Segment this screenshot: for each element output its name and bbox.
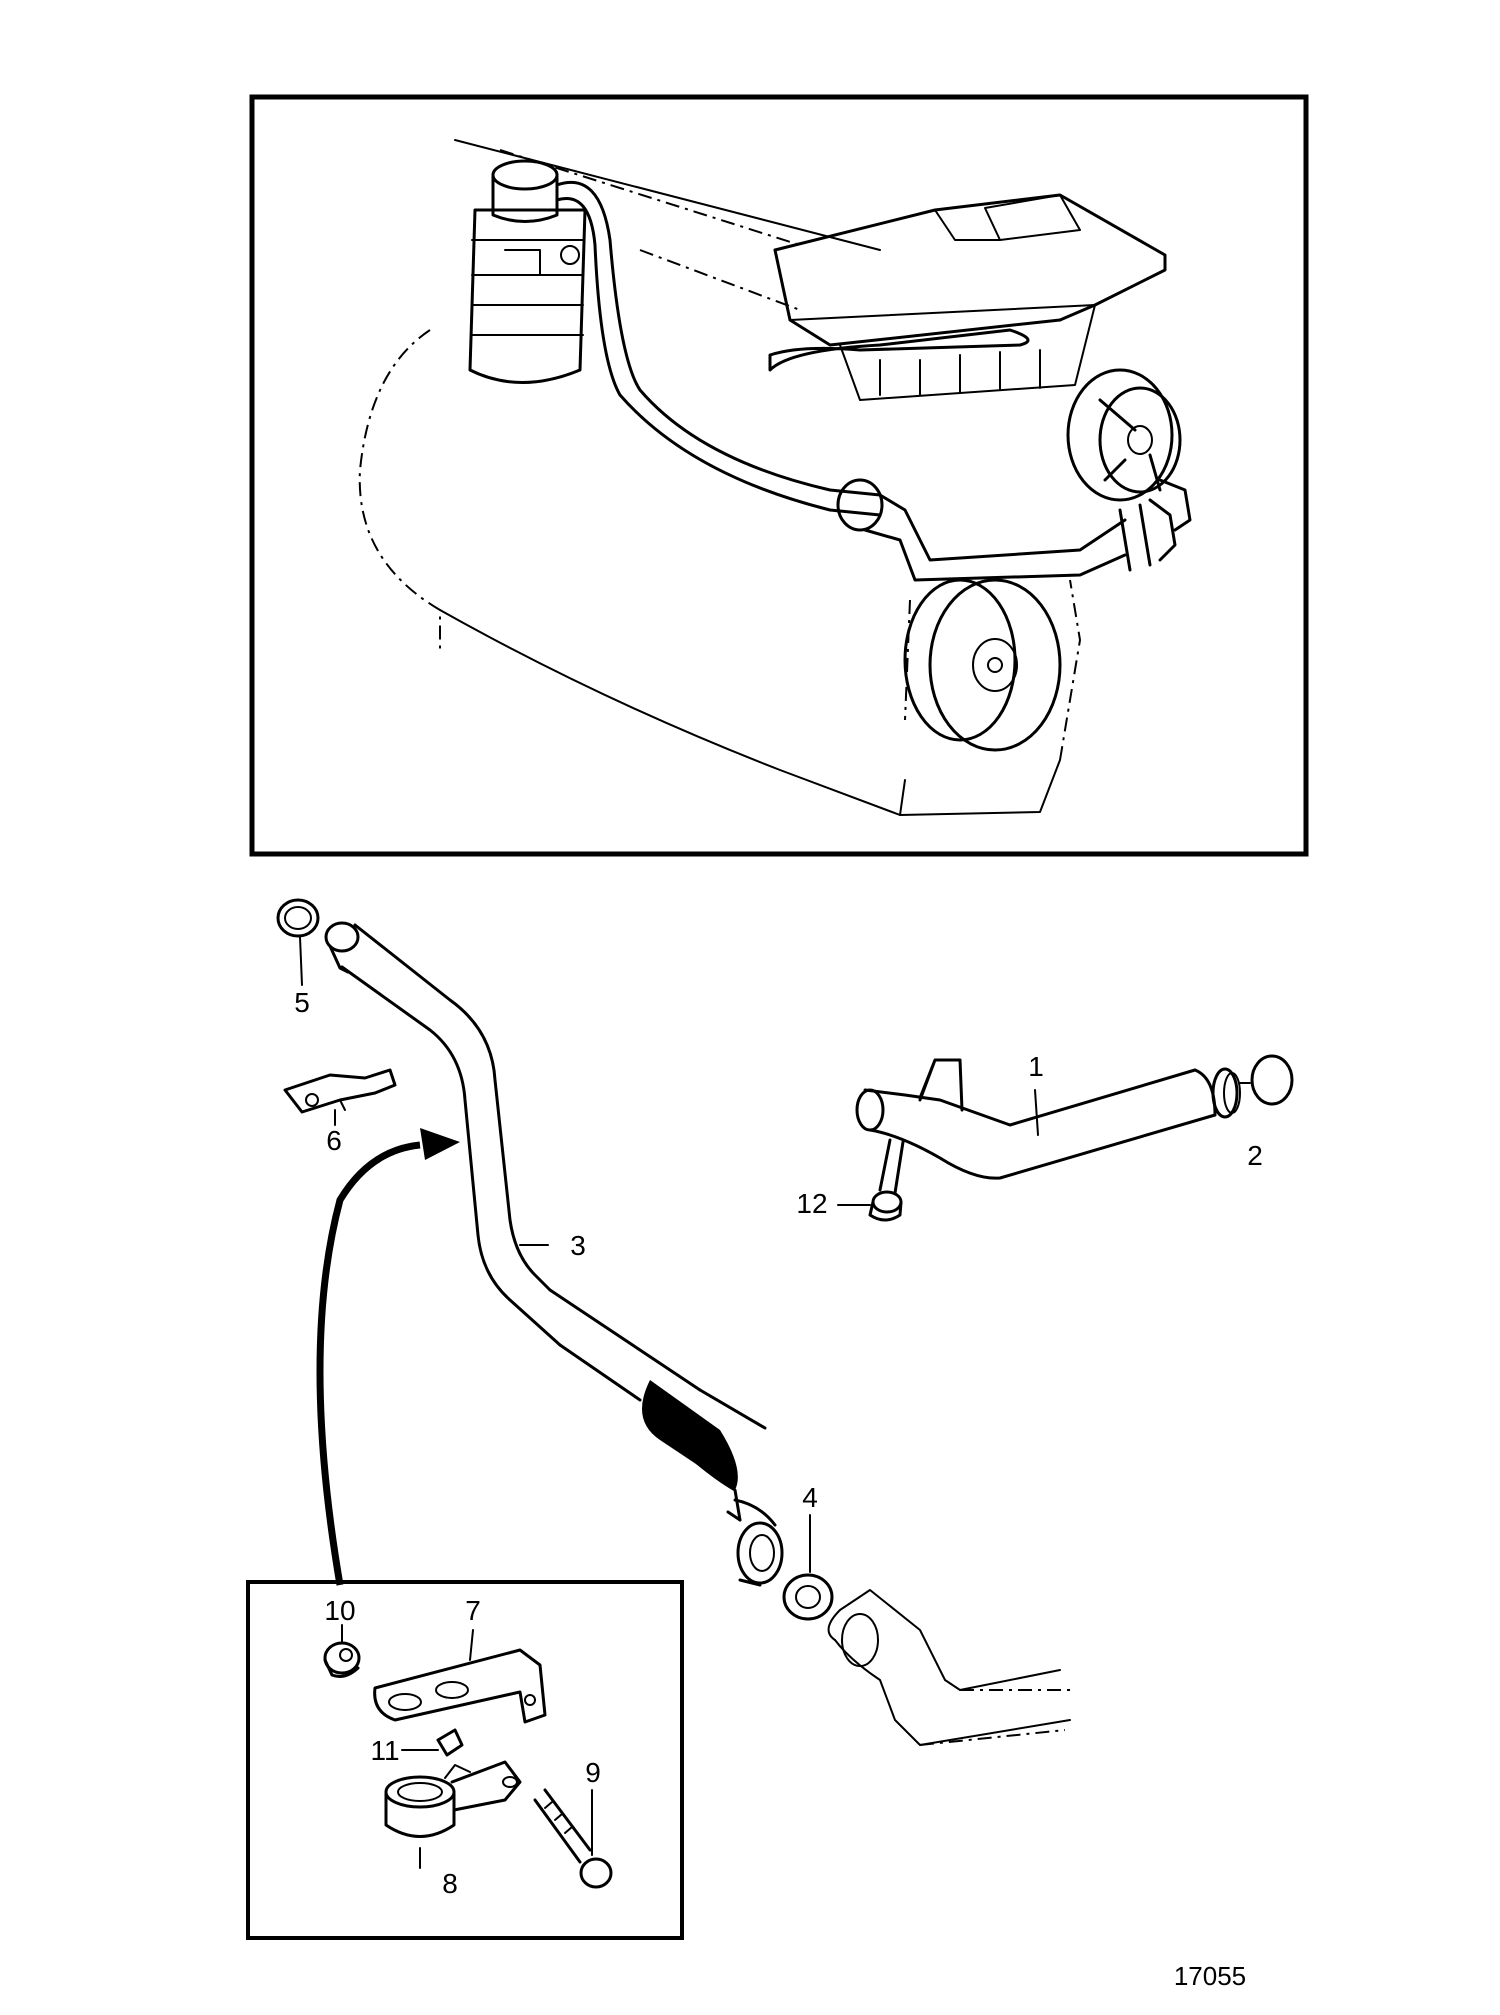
part-7-bracket <box>373 1629 547 1724</box>
callout-9: 9 <box>585 1757 601 1788</box>
callout-7: 7 <box>465 1595 481 1626</box>
engine-block <box>358 139 1082 816</box>
part-12-bolt <box>837 1138 905 1222</box>
part-11-spacer <box>401 1728 464 1757</box>
part-9-screw <box>533 1788 613 1889</box>
figure-number: 17055 <box>1174 1961 1246 1991</box>
part-3-pipe <box>324 921 784 1587</box>
callout-12: 12 <box>796 1188 827 1219</box>
breather-unit <box>468 159 587 384</box>
valve-cover <box>773 193 1167 401</box>
pipe-sleeve <box>642 1380 738 1490</box>
detail-frame <box>246 1580 684 1940</box>
engine-overview-panel <box>249 94 1309 857</box>
overview-breather-hose <box>555 180 882 497</box>
detail-box <box>246 1580 684 1940</box>
callout-3: 3 <box>570 1230 586 1261</box>
part-10-nut <box>323 1624 361 1678</box>
part-4-washer <box>782 1514 834 1621</box>
callout-4: 4 <box>802 1482 818 1513</box>
callout-labels: 1 2 3 4 5 6 7 8 9 10 11 12 <box>294 987 1263 1899</box>
callout-8: 8 <box>442 1868 458 1899</box>
callout-11: 11 <box>370 1735 399 1766</box>
callout-5: 5 <box>294 987 310 1018</box>
part-6-clip <box>283 1068 397 1126</box>
hose-connector <box>827 1589 1071 1746</box>
overview-frame <box>249 94 1309 857</box>
overview-lower-pipe <box>836 478 1177 582</box>
callout-2: 2 <box>1247 1140 1263 1171</box>
part-1-pipe <box>855 1058 1241 1180</box>
callout-6: 6 <box>326 1125 342 1156</box>
part-2-o-ring <box>1239 1054 1294 1106</box>
detail-arrow <box>316 1128 460 1586</box>
upper-pulley <box>1066 368 1192 532</box>
part-8-clamp <box>384 1760 522 1869</box>
part-5-o-ring <box>276 898 320 986</box>
callout-10: 10 <box>324 1595 355 1626</box>
crank-pulley <box>903 578 1062 752</box>
overview-hose-upper <box>768 328 1030 372</box>
callout-1: 1 <box>1028 1051 1044 1082</box>
